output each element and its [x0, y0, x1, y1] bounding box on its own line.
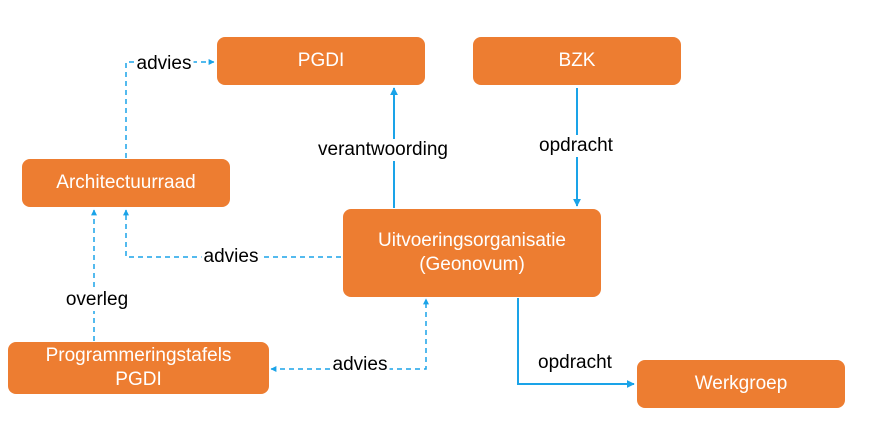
edge-uo-to-arch: [123, 209, 341, 258]
edge-arch-to-pgdi: [125, 59, 215, 158]
edge-label-uo-to-arch: advies: [201, 246, 261, 268]
edge-label-uo-to-pgdi: verantwoording: [316, 139, 450, 161]
node-programmeringstafels: Programmeringstafels PGDI: [8, 342, 269, 394]
node-pgdi: PGDI: [217, 37, 425, 85]
edge-label-bzk-to-uo: opdracht: [537, 135, 615, 157]
edge-label-uo-to-werkgroep: opdracht: [536, 352, 614, 374]
edge-label-arch-to-pgdi: advies: [134, 53, 194, 75]
node-werkgroep: Werkgroep: [637, 360, 845, 408]
edge-uo-to-werkgroep: [517, 298, 635, 388]
edge-label-uo-to-prog: advies: [330, 354, 390, 376]
node-bzk: BZK: [473, 37, 681, 85]
node-uitvoeringsorganisatie: Uitvoeringsorganisatie (Geonovum): [343, 209, 601, 297]
edge-uo-to-prog: [270, 298, 429, 372]
edge-label-prog-to-arch: overleg: [63, 289, 131, 311]
node-architectuurraad: Architectuurraad: [22, 159, 230, 207]
